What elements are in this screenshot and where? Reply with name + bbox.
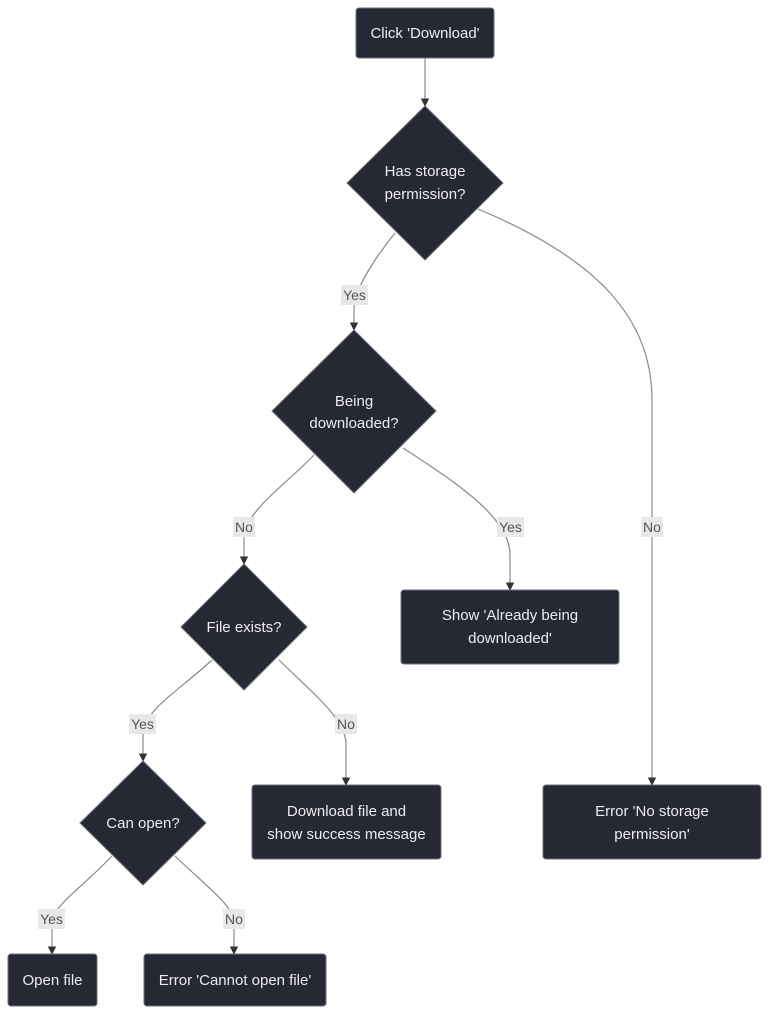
svg-text:Being: Being	[335, 393, 373, 410]
edge-open-no	[174, 855, 239, 955]
svg-text:Click 'Download': Click 'Download'	[370, 25, 479, 42]
edge-label-downloading-no: No	[233, 517, 255, 537]
edge-exists-no	[278, 659, 351, 786]
svg-text:Yes: Yes	[499, 519, 522, 535]
svg-text:No: No	[643, 519, 661, 535]
edge-downloading-yes	[402, 447, 515, 591]
svg-text:permission?: permission?	[385, 186, 466, 203]
decision-being-downloaded: Being downloaded?	[271, 329, 437, 494]
svg-text:No: No	[235, 519, 253, 535]
edge-exists-yes	[138, 659, 213, 762]
svg-text:Error 'Cannot open file': Error 'Cannot open file'	[159, 972, 312, 989]
edge-label-exists-no: No	[335, 714, 357, 734]
edge-downloading-no	[239, 454, 315, 565]
edge-label-permission-yes: Yes	[341, 285, 368, 305]
edge-permission-yes	[349, 232, 396, 331]
edge-open-yes	[47, 855, 113, 955]
no-permission-error-node: Error 'No storage permission'	[542, 784, 762, 860]
svg-text:Show 'Already being: Show 'Already being	[442, 607, 578, 624]
edge-label-permission-no: No	[641, 517, 663, 537]
svg-text:permission': permission'	[614, 826, 690, 843]
cannot-open-error-node: Error 'Cannot open file'	[143, 953, 327, 1007]
svg-text:Yes: Yes	[40, 911, 63, 927]
edge-label-open-yes: Yes	[38, 909, 65, 929]
already-downloading-node: Show 'Already being downloaded'	[400, 589, 620, 665]
edge-label-exists-yes: Yes	[129, 714, 156, 734]
svg-text:downloaded?: downloaded?	[309, 415, 398, 432]
svg-text:No: No	[337, 716, 355, 732]
svg-text:No: No	[225, 911, 243, 927]
svg-text:Yes: Yes	[131, 716, 154, 732]
svg-text:Download file and: Download file and	[287, 803, 406, 820]
svg-text:Has storage: Has storage	[385, 163, 466, 180]
svg-text:show success message: show success message	[267, 826, 425, 843]
decision-file-exists: File exists?	[180, 563, 308, 691]
decision-has-storage-permission: Has storage permission?	[346, 105, 504, 261]
decision-can-open: Can open?	[79, 760, 207, 886]
edge-permission-no	[477, 208, 657, 786]
open-file-node: Open file	[7, 953, 98, 1007]
svg-text:Open file: Open file	[22, 972, 82, 989]
svg-text:Error 'No storage: Error 'No storage	[595, 803, 709, 820]
svg-text:File exists?: File exists?	[206, 619, 281, 636]
edge-label-downloading-yes: Yes	[497, 517, 524, 537]
start-node: Click 'Download'	[355, 7, 495, 59]
download-file-node: Download file and show success message	[251, 784, 442, 860]
svg-text:Yes: Yes	[343, 287, 366, 303]
svg-text:downloaded': downloaded'	[468, 630, 552, 647]
edge-label-open-no: No	[223, 909, 245, 929]
svg-text:Can open?: Can open?	[106, 815, 179, 832]
